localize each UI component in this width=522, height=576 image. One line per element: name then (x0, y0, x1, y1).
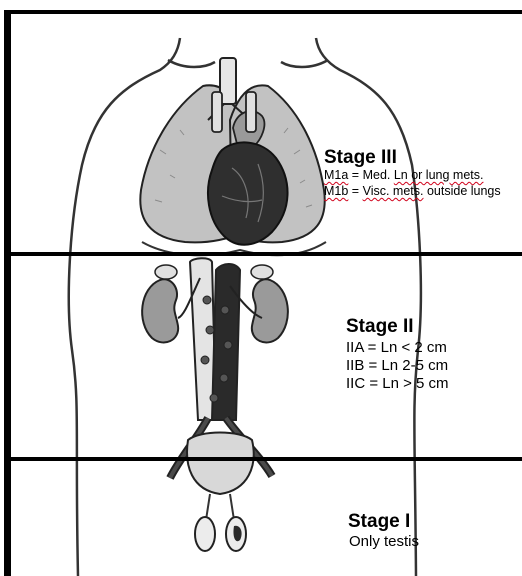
stage2-line-iic: IIC = Ln > 5 cm (346, 375, 449, 393)
stage3-m1a-line: M1a = Med. Ln or lung mets. (324, 168, 483, 183)
stage3-m1a-underlined: Ln or lung mets. (394, 168, 484, 182)
stage1-title: Stage I (348, 511, 410, 533)
stage-divider-upper (11, 252, 522, 256)
right-testis (195, 517, 215, 551)
left-kidney (252, 279, 288, 342)
stage3-m1b-tail: outside lungs (423, 184, 500, 198)
right-kidney (142, 279, 178, 342)
stage3-m1b-line: M1b = Visc. mets. outside lungs (324, 184, 501, 199)
stage-divider-lower (11, 457, 522, 461)
stage3-title: Stage III (324, 147, 397, 169)
stage2-line-iib: IIB = Ln 2-5 cm (346, 357, 448, 375)
stage3-m1b-underlined: Visc. mets. (363, 184, 424, 198)
stage2-title: Stage II (346, 316, 414, 338)
stage3-m1a-code: M1a (324, 168, 348, 182)
bladder (187, 433, 254, 495)
aorta-vena-cava (178, 258, 262, 420)
stage3-m1a-text: = Med. (348, 168, 394, 182)
stage2-line-iia: IIA = Ln < 2 cm (346, 339, 447, 357)
stage1-line: Only testis (349, 533, 419, 551)
stage3-m1b-code: M1b (324, 184, 348, 198)
frame-left-border (4, 10, 11, 576)
spermatic-cord (206, 494, 234, 520)
frame-top-border (4, 10, 522, 14)
stage3-m1b-text: = (348, 184, 362, 198)
adrenal-glands (155, 265, 273, 279)
